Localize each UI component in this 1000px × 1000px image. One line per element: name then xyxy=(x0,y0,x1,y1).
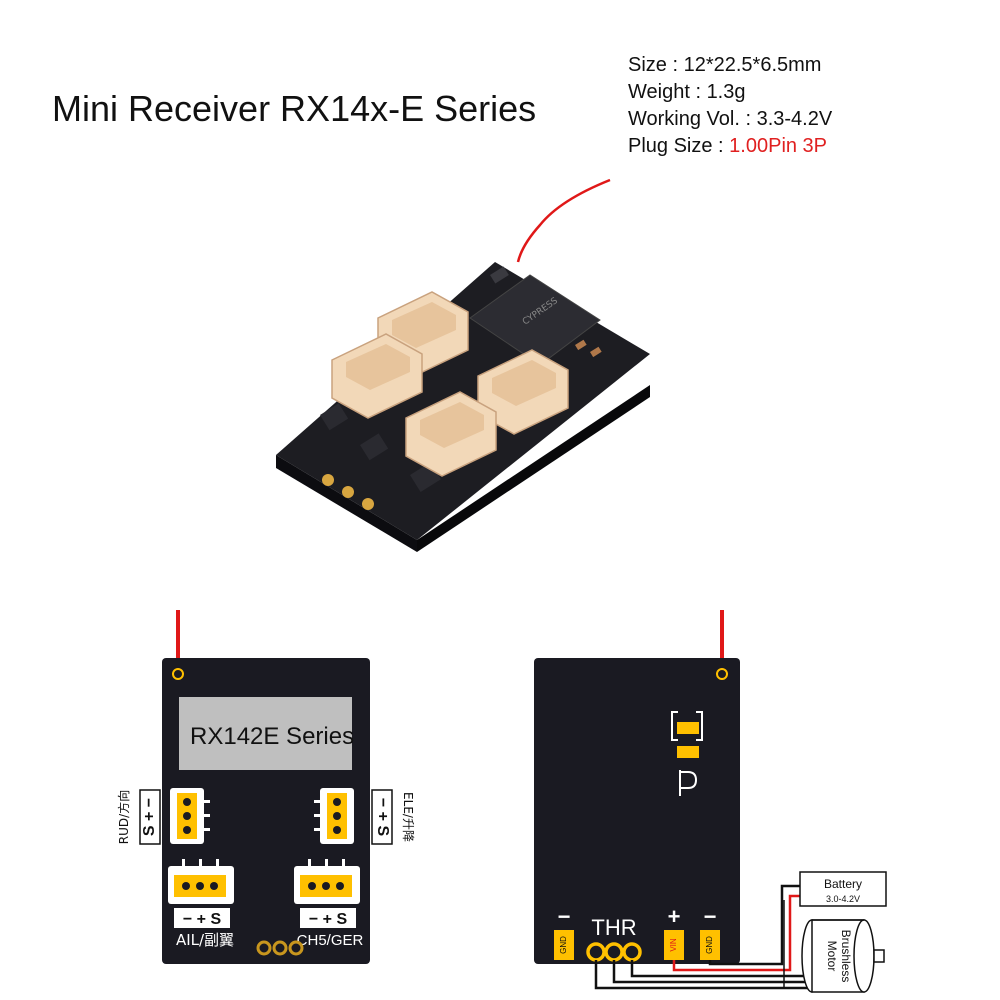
gnd-left-sign: − xyxy=(558,904,571,929)
vin-pad-label: VIN xyxy=(669,938,678,952)
photo-component xyxy=(490,266,509,284)
photo-pad xyxy=(362,498,374,510)
front-pad xyxy=(256,940,272,956)
motor-label-1: Brushless xyxy=(839,930,853,983)
photo-component xyxy=(575,339,587,351)
battery-title: Battery xyxy=(824,877,862,891)
ch5-pin-label: − + S xyxy=(309,911,348,928)
bind-letter-mark xyxy=(679,770,698,796)
ele-pin-label-box xyxy=(371,789,393,845)
rud-pin-label-box xyxy=(139,789,161,845)
antenna-wire xyxy=(516,178,611,263)
photo-chip xyxy=(469,274,601,366)
motor-label-2: Motor xyxy=(825,941,839,972)
photo-board-edge-right xyxy=(417,385,650,552)
spec-value-highlight: 1.00Pin 3P xyxy=(729,135,828,157)
rud-label: RUD/方向 xyxy=(116,790,131,844)
ch5-pin-label-box xyxy=(300,908,356,928)
spec-voltage: Working Vol. : 3.3-4.2V xyxy=(628,106,832,133)
photo-board-edge xyxy=(276,455,417,552)
series-label: RX142E Series xyxy=(190,723,354,750)
series-label-box xyxy=(179,697,352,770)
photo-component xyxy=(320,403,349,431)
product-title: Mini Receiver RX14x-E Series xyxy=(52,88,537,129)
photo-component xyxy=(360,433,389,461)
bind-pad xyxy=(677,722,699,734)
spec-weight: Weight : 1.3g xyxy=(628,79,832,106)
spec-plug: Plug Size : 1.00Pin 3P xyxy=(628,133,832,160)
vin-sign: + xyxy=(668,904,681,929)
spec-label: Plug Size : xyxy=(628,135,730,157)
photo-pad xyxy=(342,486,354,498)
bind-bracket-left xyxy=(671,711,678,741)
photo-component xyxy=(590,346,602,358)
back-mount-hole xyxy=(716,668,728,680)
ele-pin-label: − + S xyxy=(374,798,391,837)
photo-pad xyxy=(322,474,334,486)
spec-value: 3.3-4.2V xyxy=(756,108,833,130)
back-board-diagram: − THR + − GND VIN GND Battery 3.0-4.2V xyxy=(534,610,887,993)
bind-pad xyxy=(677,746,699,758)
ail-pin-label: − + S xyxy=(183,911,222,928)
ch5-label: CH5/GER xyxy=(297,932,364,949)
gnd-right-pad xyxy=(700,930,720,960)
spec-value: 12*22.5*6.5mm xyxy=(683,54,822,76)
motor-wires xyxy=(594,884,808,990)
ail-label: AIL/副翼 xyxy=(176,931,234,949)
front-pad xyxy=(288,940,304,956)
back-board xyxy=(534,658,740,964)
vin-pad xyxy=(664,930,684,960)
brushless-motor xyxy=(801,919,885,993)
gnd-left-pad xyxy=(554,930,574,960)
spec-label: Size : xyxy=(628,54,684,76)
battery-range: 3.0-4.2V xyxy=(826,894,860,904)
front-mount-hole xyxy=(172,668,184,680)
gnd-left-pad-label: GND xyxy=(559,936,568,954)
ele-label: ELE/升降 xyxy=(401,792,415,842)
spec-list: Size : 12*22.5*6.5mm Weight : 1.3g Worki… xyxy=(628,52,832,160)
thr-label: THR xyxy=(591,915,636,940)
product-photo: CYPRESS xyxy=(276,178,650,552)
gnd-right-pad-label: GND xyxy=(705,936,714,954)
spec-size: Size : 12*22.5*6.5mm xyxy=(628,52,832,79)
ail-pin-label-box xyxy=(174,908,230,928)
battery xyxy=(799,871,887,907)
bind-bracket-right xyxy=(696,711,703,741)
gnd-right-sign: − xyxy=(704,904,717,929)
front-board-diagram: RX142E Series S + − RUD/方向 − + S ELE/升降 … xyxy=(116,610,415,964)
rud-pin-label: S + − xyxy=(141,798,158,836)
spec-label: Weight : xyxy=(628,81,707,103)
front-pad xyxy=(272,940,288,956)
spec-value: 1.3g xyxy=(706,81,746,103)
spec-label: Working Vol. : xyxy=(628,108,757,130)
